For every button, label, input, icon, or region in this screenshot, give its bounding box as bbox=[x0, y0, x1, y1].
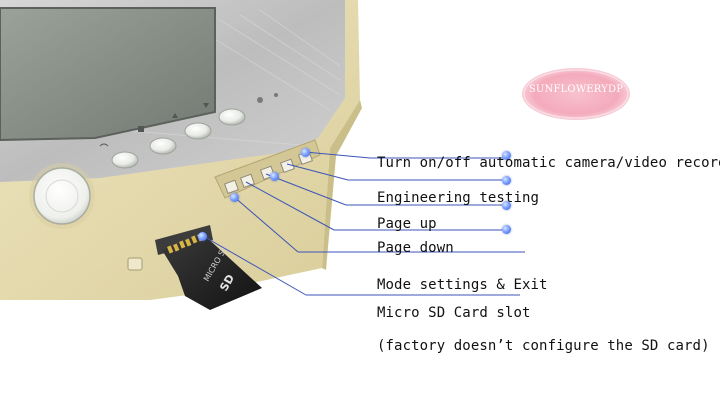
unlock-icon bbox=[203, 103, 209, 108]
lcd-screen bbox=[0, 8, 215, 140]
watermark-logo bbox=[522, 68, 630, 120]
callout-page-down: Page down bbox=[377, 240, 454, 256]
callout-sd-slot: Micro SD Card slot bbox=[377, 305, 531, 321]
callout-mode-settings: Mode settings & Exit bbox=[377, 277, 548, 293]
callout-dot bbox=[502, 151, 511, 160]
callout-dot bbox=[198, 232, 207, 241]
callout-dot bbox=[301, 148, 310, 157]
callout-dot bbox=[230, 193, 239, 202]
front-buttons bbox=[99, 93, 278, 169]
micro-sd-card: MICRO SD SD bbox=[162, 233, 262, 310]
call-button bbox=[29, 163, 95, 229]
key-icon bbox=[99, 143, 109, 147]
callout-page-up: Page up bbox=[377, 216, 437, 232]
callout-camera-recording: Turn on/off automatic camera/video recor… bbox=[377, 155, 720, 171]
music-icon bbox=[172, 113, 178, 118]
callout-dot bbox=[502, 176, 511, 185]
callout-sd-note: (factory doesn’t configure the SD card) bbox=[377, 338, 710, 354]
callout-dot bbox=[502, 225, 511, 234]
callout-dot bbox=[270, 172, 279, 181]
leader-lines bbox=[202, 151, 525, 296]
camera-icon bbox=[138, 126, 144, 132]
watermark: SUNFLOWERYDP bbox=[517, 66, 635, 122]
power-port bbox=[127, 257, 143, 271]
callout-dot bbox=[502, 201, 511, 210]
watermark-text: SUNFLOWERYDP bbox=[528, 84, 624, 95]
callout-engineering-testing: Engineering testing bbox=[377, 190, 540, 206]
